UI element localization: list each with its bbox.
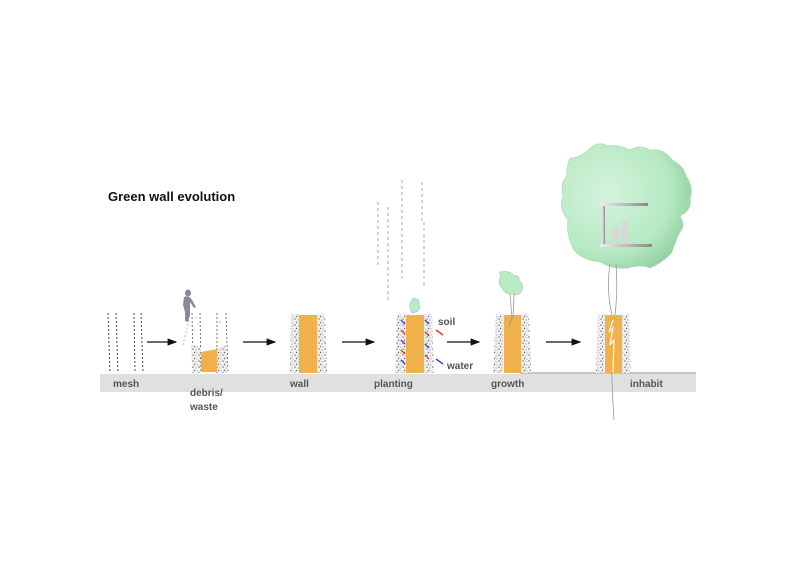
rain-lines [377, 180, 425, 300]
diagram-title: Green wall evolution [108, 189, 236, 204]
person-icon [183, 289, 196, 322]
stage-growth [493, 271, 531, 373]
label-debris: debris/ [190, 388, 223, 399]
stage-mesh [107, 312, 144, 374]
planting-fill [406, 315, 424, 373]
seedling-icon [409, 298, 420, 314]
stage-inhabit [560, 143, 692, 421]
tree-canopy-icon [560, 143, 692, 269]
debris-fill [201, 349, 217, 372]
label-inhabit: inhabit [630, 379, 663, 390]
people-icon [612, 220, 629, 244]
wall-fill [299, 315, 317, 373]
building-frame-icon [600, 203, 652, 247]
label-wall: wall [289, 379, 309, 390]
label-mesh: mesh [113, 379, 139, 390]
tree-small-icon [499, 271, 523, 295]
stage-planting [377, 180, 444, 373]
soil-arrow-icon [435, 329, 444, 336]
ground-strip [100, 374, 696, 392]
stage-wall [290, 314, 327, 373]
water-arrow-icon [435, 358, 444, 365]
label-waste: waste [189, 402, 218, 413]
label-water: water [446, 361, 473, 372]
label-planting: planting [374, 379, 413, 390]
stage-debris [182, 289, 229, 374]
growth-fill [504, 315, 521, 373]
label-growth: growth [491, 379, 524, 390]
label-soil: soil [438, 317, 455, 328]
